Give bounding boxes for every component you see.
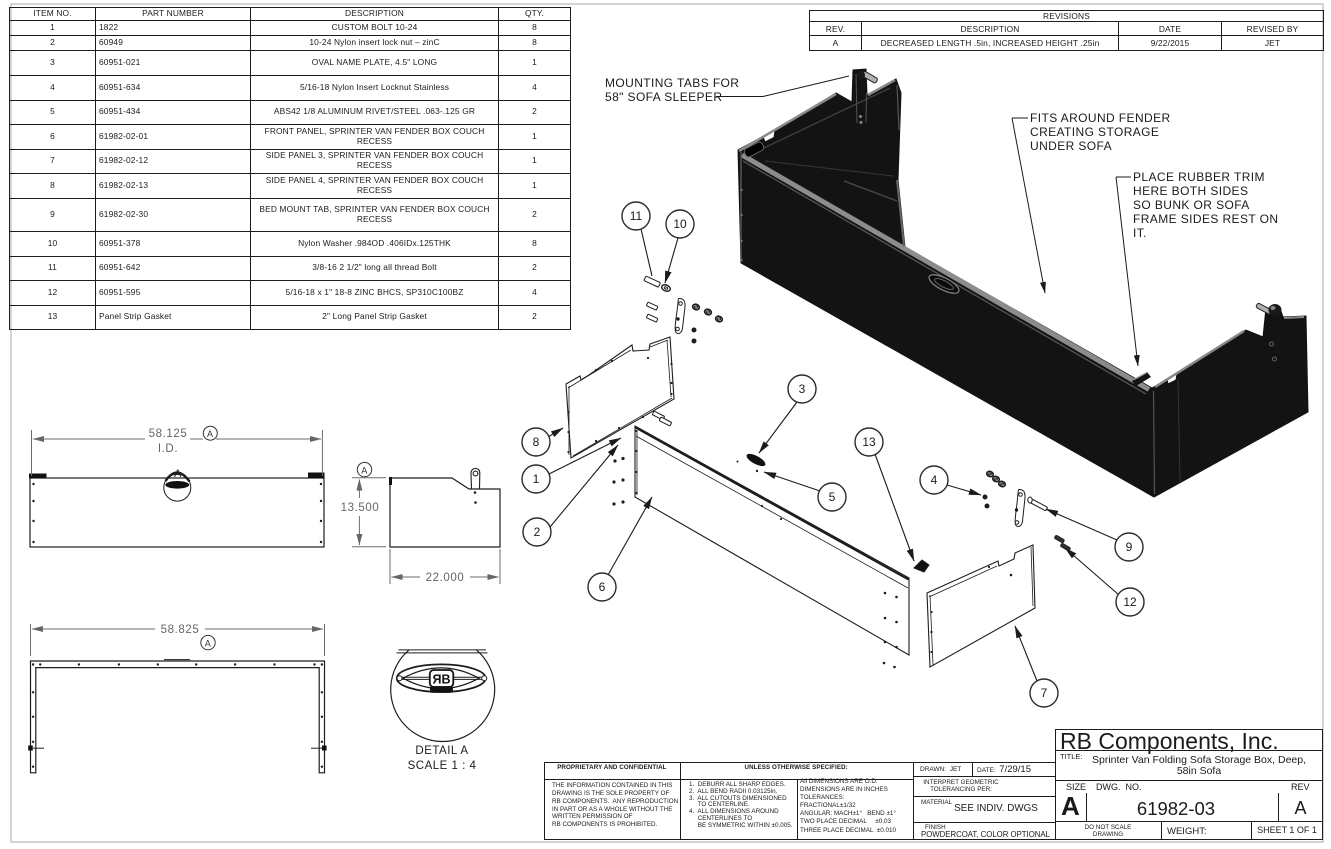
svg-text:UNDER SOFA: UNDER SOFA <box>1030 139 1112 153</box>
svg-text:FITS AROUND FENDER: FITS AROUND FENDER <box>1030 111 1171 125</box>
svg-text:CREATING STORAGE: CREATING STORAGE <box>1030 125 1159 139</box>
svg-text:DETAIL A: DETAIL A <box>415 745 468 757</box>
svg-text:13.500: 13.500 <box>341 502 380 514</box>
svg-text:I.D.: I.D. <box>158 443 178 455</box>
svg-text:PLACE RUBBER TRIM: PLACE RUBBER TRIM <box>1133 170 1265 184</box>
svg-text:2: 2 <box>534 525 541 539</box>
svg-text:13: 13 <box>862 435 876 449</box>
svg-text:58" SOFA SLEEPER: 58" SOFA SLEEPER <box>605 90 722 104</box>
svg-text:A: A <box>205 639 212 649</box>
svg-text:HERE BOTH SIDES: HERE BOTH SIDES <box>1133 184 1248 198</box>
svg-text:FRAME SIDES REST ON: FRAME SIDES REST ON <box>1133 212 1278 226</box>
svg-text:6: 6 <box>599 580 606 594</box>
svg-text:22.000: 22.000 <box>426 572 465 584</box>
svg-text:4: 4 <box>931 473 938 487</box>
svg-text:7: 7 <box>1041 686 1048 700</box>
svg-text:58.825: 58.825 <box>161 624 200 636</box>
svg-text:58.125: 58.125 <box>149 428 188 440</box>
svg-text:SO BUNK OR SOFA: SO BUNK OR SOFA <box>1133 198 1250 212</box>
svg-text:8: 8 <box>533 435 540 449</box>
svg-text:3: 3 <box>799 382 806 396</box>
svg-text:A: A <box>207 429 214 439</box>
svg-text:11: 11 <box>630 209 643 223</box>
svg-text:ЯB: ЯB <box>432 673 450 687</box>
svg-text:5: 5 <box>829 490 836 504</box>
svg-text:A: A <box>174 468 182 480</box>
svg-text:MOUNTING TABS FOR: MOUNTING TABS FOR <box>605 76 739 90</box>
svg-text:SCALE 1 : 4: SCALE 1 : 4 <box>408 760 477 772</box>
svg-text:10: 10 <box>673 217 687 231</box>
svg-text:1: 1 <box>533 472 540 486</box>
svg-text:9: 9 <box>1126 540 1133 554</box>
svg-text:12: 12 <box>1123 595 1137 609</box>
svg-text:IT.: IT. <box>1133 226 1147 240</box>
svg-text:A: A <box>361 466 368 476</box>
